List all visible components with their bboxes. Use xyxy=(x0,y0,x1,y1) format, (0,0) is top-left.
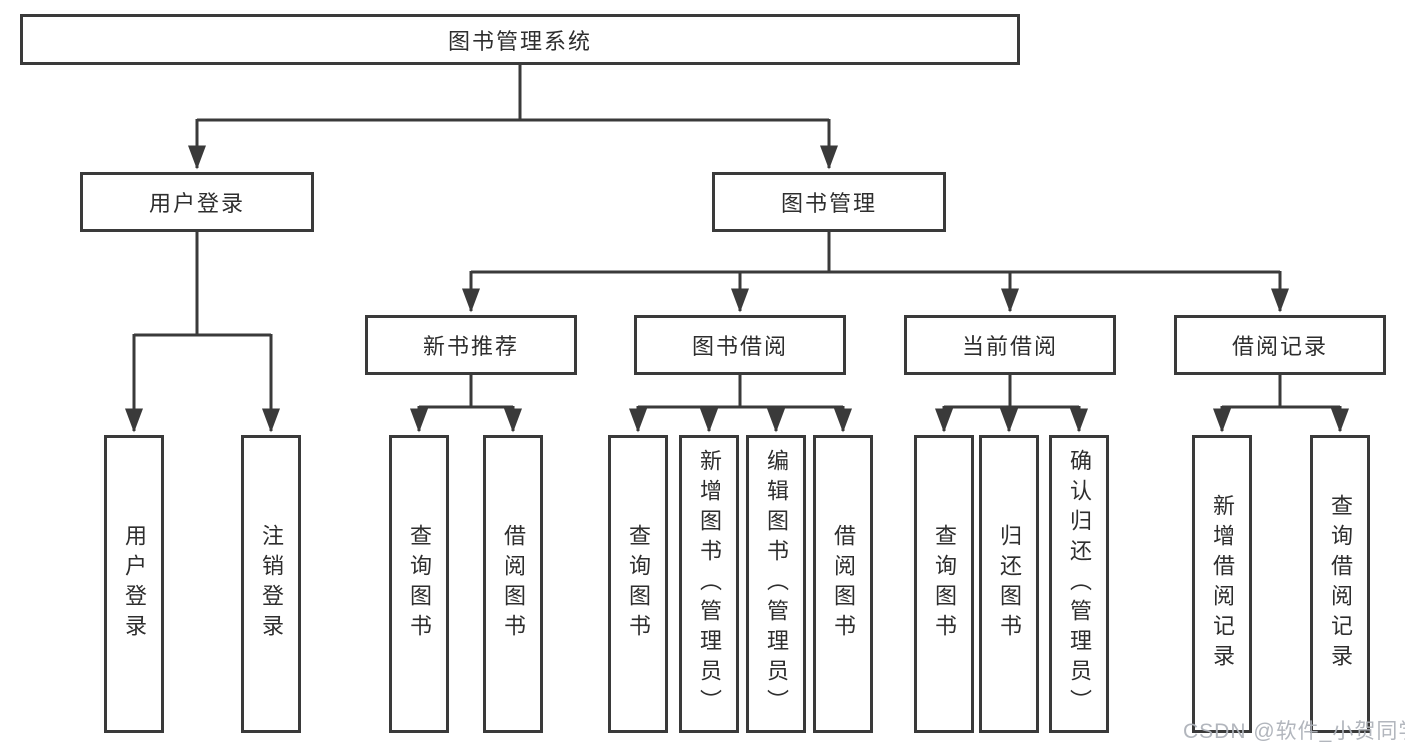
leaf-bb-add-books-admin: 新增图书（管理员） xyxy=(679,435,739,733)
leaf-cb-query-books: 查询图书 xyxy=(914,435,974,733)
leaf-br-add-record-label: 新增借阅记录 xyxy=(1210,494,1235,674)
csdn-watermark: CSDN @软件_小贺同学 xyxy=(1183,720,1405,743)
node-user-login-label: 用户登录 xyxy=(148,191,245,216)
node-current-borrowing-label: 当前借阅 xyxy=(961,334,1058,359)
node-borrow-records-label: 借阅记录 xyxy=(1231,334,1328,359)
leaf-bb-edit-books-admin-label: 编辑图书（管理员） xyxy=(764,449,789,719)
node-root-label: 图书管理系统 xyxy=(447,28,592,54)
leaf-bb-borrow-books: 借阅图书 xyxy=(813,435,873,733)
node-current-borrowing: 当前借阅 xyxy=(904,315,1116,375)
leaf-nbr-borrow-books: 借阅图书 xyxy=(483,435,543,733)
connector-root-rail xyxy=(197,65,829,122)
connector-book-borrowing-rail xyxy=(638,375,843,409)
connector-book-management-rail xyxy=(471,232,1280,274)
node-new-book-recommend-label: 新书推荐 xyxy=(422,334,519,359)
node-book-borrowing: 图书借阅 xyxy=(634,315,846,375)
leaf-nbr-query-books: 查询图书 xyxy=(389,435,449,733)
leaf-bb-borrow-books-label: 借阅图书 xyxy=(831,524,856,644)
leaf-nbr-query-books-label: 查询图书 xyxy=(407,524,432,644)
leaf-cb-return-books-label: 归还图书 xyxy=(997,524,1022,644)
leaf-logout: 注销登录 xyxy=(241,435,301,733)
leaf-nbr-borrow-books-label: 借阅图书 xyxy=(501,524,526,644)
leaf-bb-edit-books-admin: 编辑图书（管理员） xyxy=(746,435,806,733)
leaf-cb-confirm-return-admin: 确认归还（管理员） xyxy=(1049,435,1109,733)
node-book-management: 图书管理 xyxy=(712,172,946,232)
leaf-cb-return-books: 归还图书 xyxy=(979,435,1039,733)
leaf-logout-label: 注销登录 xyxy=(259,524,284,644)
leaf-br-add-record: 新增借阅记录 xyxy=(1192,435,1252,733)
connector-new-book-rail xyxy=(419,375,513,409)
leaf-cb-query-books-label: 查询图书 xyxy=(932,524,957,644)
leaf-br-query-record-label: 查询借阅记录 xyxy=(1328,494,1353,674)
node-root-system: 图书管理系统 xyxy=(20,14,1020,65)
node-book-borrowing-label: 图书借阅 xyxy=(691,334,788,359)
node-user-login: 用户登录 xyxy=(80,172,314,232)
leaf-user-login-label: 用户登录 xyxy=(122,524,147,644)
node-new-book-recommend: 新书推荐 xyxy=(365,315,577,375)
leaf-cb-confirm-return-admin-label: 确认归还（管理员） xyxy=(1067,449,1092,719)
leaf-user-login: 用户登录 xyxy=(104,435,164,733)
node-book-management-label: 图书管理 xyxy=(780,191,877,216)
node-borrow-records: 借阅记录 xyxy=(1174,315,1386,375)
leaf-bb-query-books: 查询图书 xyxy=(608,435,668,733)
connector-user-login-rail xyxy=(134,232,271,337)
connector-borrow-records-rail xyxy=(1222,375,1340,409)
connector-current-borrowing-rail xyxy=(944,375,1079,409)
leaf-bb-query-books-label: 查询图书 xyxy=(626,524,651,644)
leaf-br-query-record: 查询借阅记录 xyxy=(1310,435,1370,733)
leaf-bb-add-books-admin-label: 新增图书（管理员） xyxy=(697,449,722,719)
